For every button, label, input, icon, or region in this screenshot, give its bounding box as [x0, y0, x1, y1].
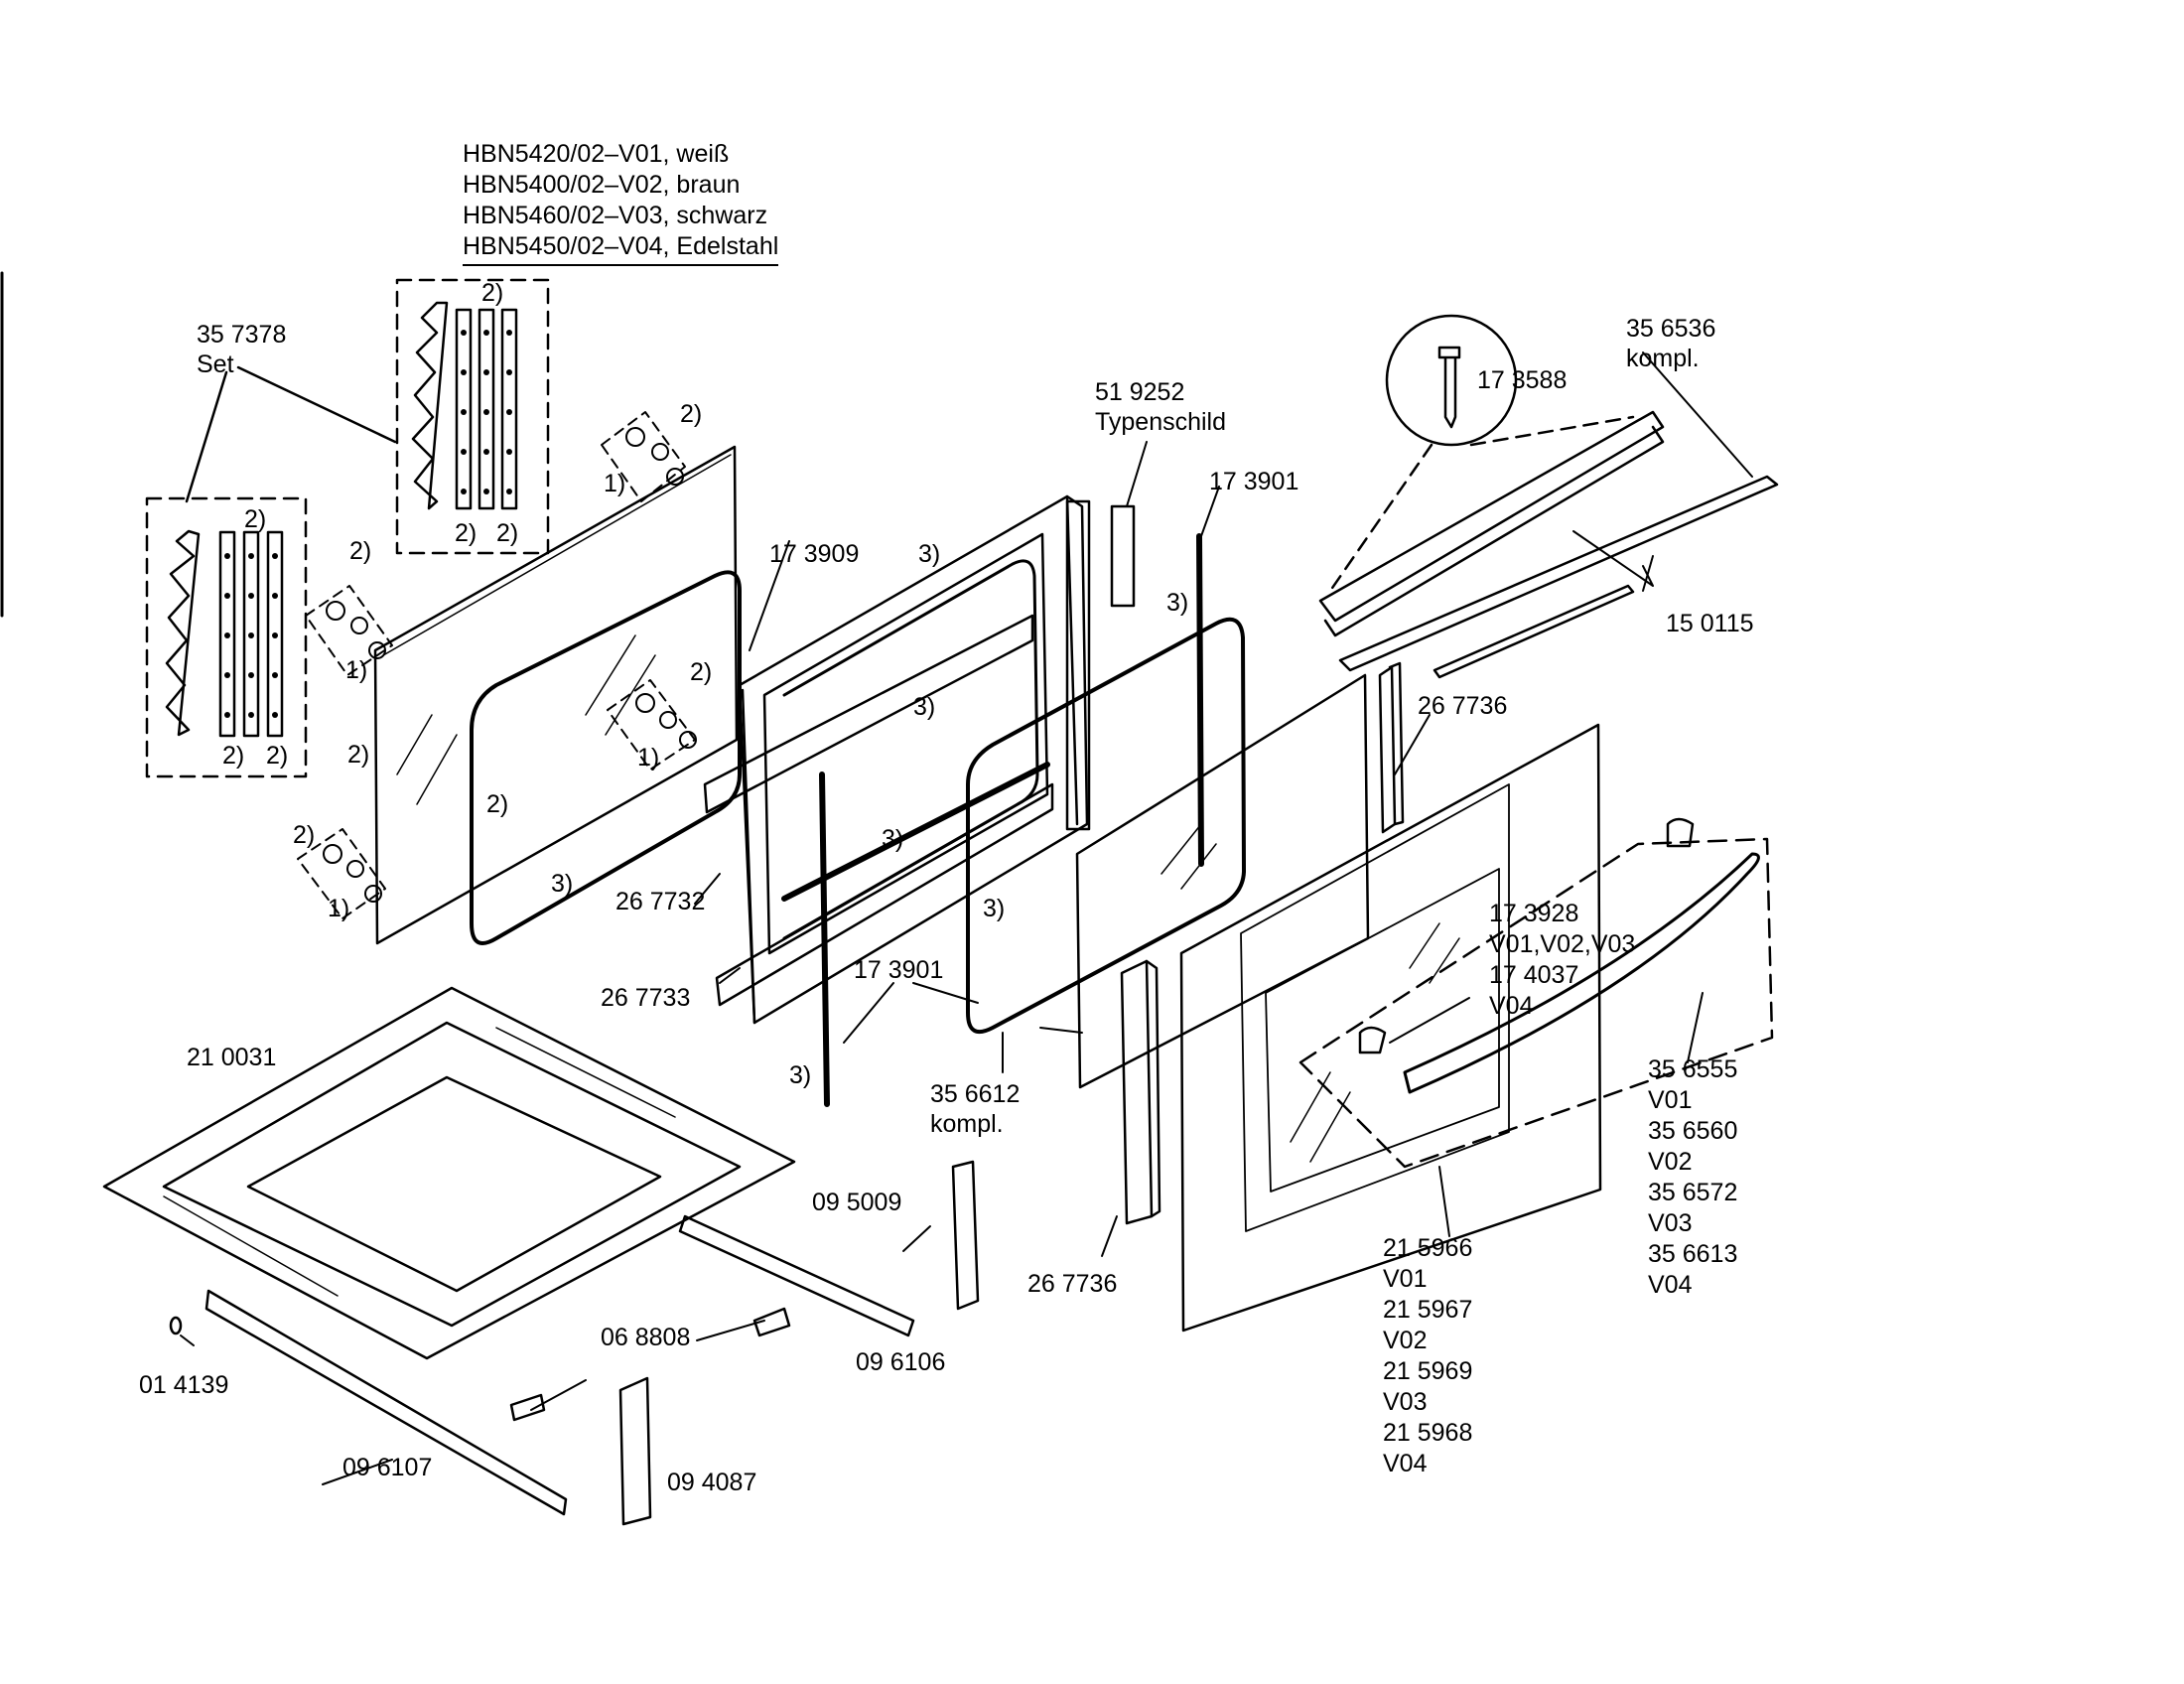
- rail-267732: [703, 614, 1034, 814]
- model-list: HBN5420/02–V01, weiß HBN5400/02–V02, bra…: [463, 139, 779, 266]
- note-2: 2): [496, 519, 519, 547]
- label-267736-bottom: 26 7736: [1027, 1270, 1118, 1298]
- note-1: 1): [328, 895, 350, 922]
- screw-detail-173588: [1328, 314, 1635, 593]
- label-173909: 17 3909: [769, 540, 860, 568]
- outer-glass-door: [1179, 723, 1602, 1333]
- note-1: 1): [637, 744, 660, 772]
- label-173901-bottom: 17 3901: [854, 956, 944, 984]
- label-014139: 01 4139: [139, 1371, 229, 1399]
- hinge-set-left: [145, 496, 308, 778]
- note-3: 3): [918, 540, 941, 568]
- note-2: 2): [293, 821, 316, 849]
- model-v04: HBN5450/02–V04, Edelstahl: [463, 231, 779, 266]
- model-v02: HBN5400/02–V02, braun: [463, 171, 741, 199]
- type-plate: [1110, 504, 1136, 608]
- note-2: 2): [347, 741, 370, 769]
- clip-details: [297, 411, 697, 919]
- label-210031: 21 0031: [187, 1044, 277, 1071]
- label-096106: 09 6106: [856, 1348, 946, 1376]
- note-1: 1): [345, 656, 368, 684]
- hinge-set-top: [395, 278, 550, 555]
- label-150115: 15 0115: [1666, 610, 1754, 637]
- note-2: 2): [455, 519, 478, 547]
- note-3: 3): [913, 693, 936, 721]
- note-2: 2): [244, 505, 267, 533]
- rail-267733: [715, 782, 1054, 1007]
- brackets: [169, 1160, 980, 1526]
- label-173901-top: 17 3901: [1209, 468, 1299, 495]
- note-2: 2): [349, 537, 372, 565]
- label-095009: 09 5009: [812, 1189, 902, 1216]
- label-068808: 06 8808: [601, 1324, 691, 1351]
- note-3: 3): [551, 870, 574, 898]
- note-3: 3): [983, 895, 1006, 922]
- label-267732: 26 7732: [615, 888, 706, 915]
- model-v01: HBN5420/02–V01, weiß: [463, 140, 730, 168]
- leader-lines: [180, 351, 1753, 1485]
- note-2: 2): [680, 400, 703, 428]
- note-2: 2): [690, 658, 713, 686]
- note-2: 2): [222, 742, 245, 770]
- top-rail-356536: [1318, 410, 1779, 679]
- note-2: 2): [481, 279, 504, 307]
- gasket-left: [470, 570, 742, 945]
- middle-glass-pane: [966, 617, 1370, 1089]
- note-1: 1): [604, 470, 626, 497]
- note-2: 2): [266, 742, 289, 770]
- strip-267736-top: [1378, 661, 1405, 834]
- rail-096107: [205, 1289, 568, 1516]
- oven-bottom-tray: [102, 986, 796, 1360]
- model-v03: HBN5460/02–V03, schwarz: [463, 202, 768, 229]
- door-handle: [1298, 817, 1774, 1169]
- label-096107: 09 6107: [342, 1454, 433, 1481]
- label-267733: 26 7733: [601, 984, 691, 1012]
- label-267736-top: 26 7736: [1418, 692, 1508, 720]
- label-173588: 17 3588: [1477, 366, 1568, 394]
- door-frame: [738, 494, 1091, 1025]
- inner-glass-pane: [373, 445, 739, 945]
- seal-strips: [781, 533, 1204, 1107]
- note-3: 3): [1166, 589, 1189, 617]
- label-094087: 09 4087: [667, 1469, 757, 1496]
- note-3: 3): [789, 1061, 812, 1089]
- strip-267736-bottom: [1120, 959, 1161, 1225]
- note-2: 2): [486, 790, 509, 818]
- note-3: 3): [882, 825, 904, 853]
- rail-096106: [678, 1214, 915, 1337]
